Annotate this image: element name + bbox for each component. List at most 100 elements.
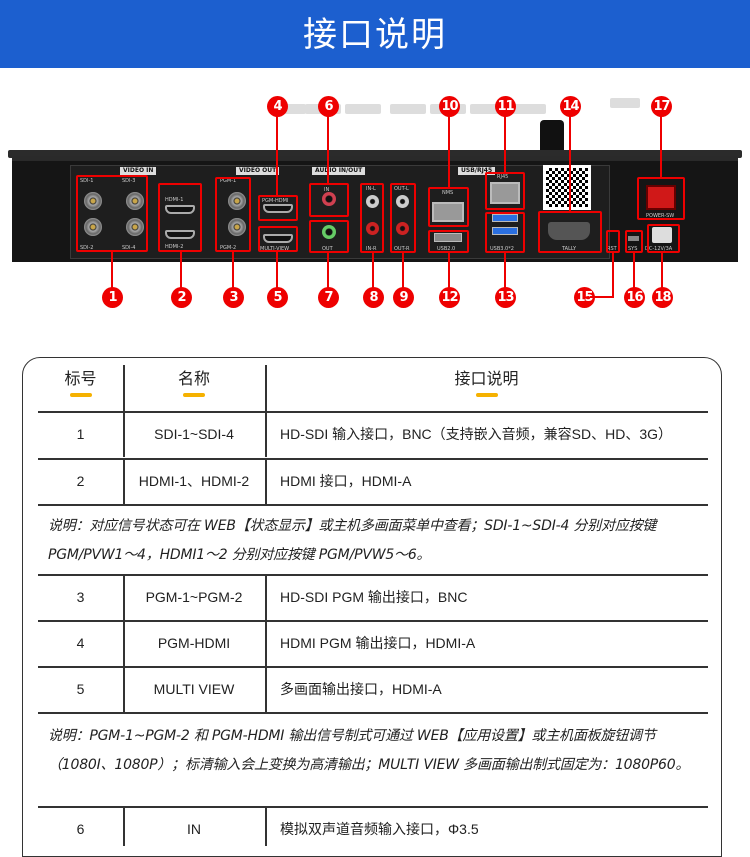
- row-2-description: HDMI 接口，HDMI-A: [280, 473, 412, 489]
- callout-leader-line: [504, 253, 506, 297]
- callout-box: [606, 230, 620, 253]
- callout-number-15: 15: [574, 287, 595, 308]
- callout-box: [258, 226, 298, 252]
- column-divider: [123, 806, 125, 846]
- column-divider: [265, 458, 267, 504]
- callout-leader-line: [402, 253, 404, 297]
- column-divider: [123, 365, 125, 411]
- callout-number-13: 13: [495, 287, 516, 308]
- callout-leader-line: [590, 296, 614, 298]
- callout-number-12: 12: [439, 287, 460, 308]
- callout-box: [485, 212, 525, 253]
- hdmi-connector: [165, 230, 195, 239]
- row-divider: [38, 712, 708, 714]
- column-divider: [123, 620, 125, 666]
- row-2-name: HDMI-1、HDMI-2: [138, 473, 250, 489]
- note-2: 说明：PGM-1~PGM-2 和 PGM-HDMI 输出信号制式可通过 WEB【…: [48, 728, 690, 773]
- row-6-number: 6: [76, 821, 85, 837]
- port-label-pgm1: PGM-1: [220, 178, 237, 184]
- port-label-rst: RST: [607, 246, 617, 252]
- callout-box: [625, 230, 643, 253]
- callout-number-1: 1: [102, 287, 123, 308]
- callout-box: [428, 230, 469, 253]
- row-divider: [38, 504, 708, 506]
- nms-port: [432, 202, 464, 222]
- callout-leader-line: [276, 252, 278, 297]
- dc-jack: [652, 227, 672, 243]
- port-label-in_l: IN-L: [366, 186, 376, 192]
- port-label-power: POWER-SW: [646, 213, 675, 219]
- row-6-description: 模拟双声道音频输入接口，Φ3.5: [280, 821, 479, 837]
- hdmi-connector: [263, 204, 293, 213]
- callout-leader-line: [180, 252, 182, 297]
- usb3-port: [492, 227, 518, 235]
- table-header-0: 标号: [64, 371, 97, 388]
- column-divider: [265, 806, 267, 846]
- section-label-audio: AUDIO IN/OUT: [312, 167, 366, 175]
- callout-number-11: 11: [495, 96, 516, 117]
- table-header-2: 接口说明: [454, 371, 519, 388]
- port-label-nms: NMS: [442, 190, 454, 196]
- bnc-connector: [84, 192, 102, 210]
- callout-leader-line: [448, 106, 450, 187]
- callout-box: [215, 177, 251, 252]
- rca-jack: [366, 222, 379, 235]
- row-divider: [38, 411, 708, 413]
- header-underline: [69, 393, 92, 397]
- row-3-number: 3: [76, 589, 85, 605]
- callout-box: [485, 172, 525, 210]
- row-4-name: PGM-HDMI: [157, 635, 231, 651]
- callout-leader-line: [111, 252, 113, 297]
- callout-number-4: 4: [267, 96, 288, 117]
- callout-box: [647, 224, 680, 253]
- callout-box: [637, 177, 685, 220]
- port-label-sdi1: SDI-1: [80, 178, 94, 184]
- row-5-number: 5: [76, 681, 85, 697]
- callout-number-8: 8: [363, 287, 384, 308]
- callout-box: [258, 195, 298, 221]
- callout-number-7: 7: [318, 287, 339, 308]
- callout-number-16: 16: [624, 287, 645, 308]
- callout-leader-line: [569, 106, 571, 211]
- port-label-multi_view: MULTI-VIEW: [260, 246, 290, 252]
- bnc-connector: [126, 192, 144, 210]
- column-divider: [265, 574, 267, 620]
- column-divider: [265, 365, 267, 411]
- row-4-description: HDMI PGM 输出接口，HDMI-A: [280, 635, 476, 651]
- hdmi-connector: [263, 234, 293, 243]
- chassis-top-edge: [8, 150, 742, 158]
- port-label-sdi4: SDI-4: [122, 245, 136, 251]
- callout-number-5: 5: [267, 287, 288, 308]
- row-1-description: HD-SDI 输入接口，BNC（支持嵌入音频，兼容SD、HD、3G）: [280, 426, 673, 442]
- callout-box: [538, 211, 602, 253]
- callout-box: [158, 183, 202, 252]
- callout-leader-line: [633, 253, 635, 297]
- callout-box: [309, 220, 349, 253]
- hdmi-connector: [165, 205, 195, 214]
- row-1-name: SDI-1~SDI-4: [154, 426, 234, 442]
- row-3-name: PGM-1~PGM-2: [145, 589, 243, 605]
- port-label-usb3: USB3.0*2: [490, 246, 514, 252]
- bnc-connector: [228, 218, 246, 236]
- tally-port: [548, 222, 590, 240]
- row-divider: [38, 458, 708, 460]
- panel-button: [610, 98, 640, 108]
- port-label-hdmi1: HDMI-1: [165, 197, 184, 203]
- row-1-number: 1: [76, 426, 85, 442]
- panel-button: [345, 104, 381, 114]
- row-2-number: 2: [76, 473, 85, 489]
- callout-box: [76, 175, 148, 252]
- audio-in-jack: [322, 192, 336, 206]
- column-divider: [265, 666, 267, 712]
- panel-button: [270, 104, 306, 114]
- port-label-usb2: USB2.0: [437, 246, 456, 252]
- header-underline: [183, 393, 205, 397]
- note-1: 说明：对应信号状态可在 WEB【状态显示】或主机多画面菜单中查看；SDI-1~S…: [48, 518, 657, 563]
- bnc-connector: [126, 218, 144, 236]
- callout-number-3: 3: [223, 287, 244, 308]
- callout-box: [360, 183, 384, 253]
- qr-code: [543, 165, 591, 210]
- callout-number-10: 10: [439, 96, 460, 117]
- row-divider: [38, 574, 708, 576]
- section-label-video-out: VIDEO OUT: [236, 167, 280, 175]
